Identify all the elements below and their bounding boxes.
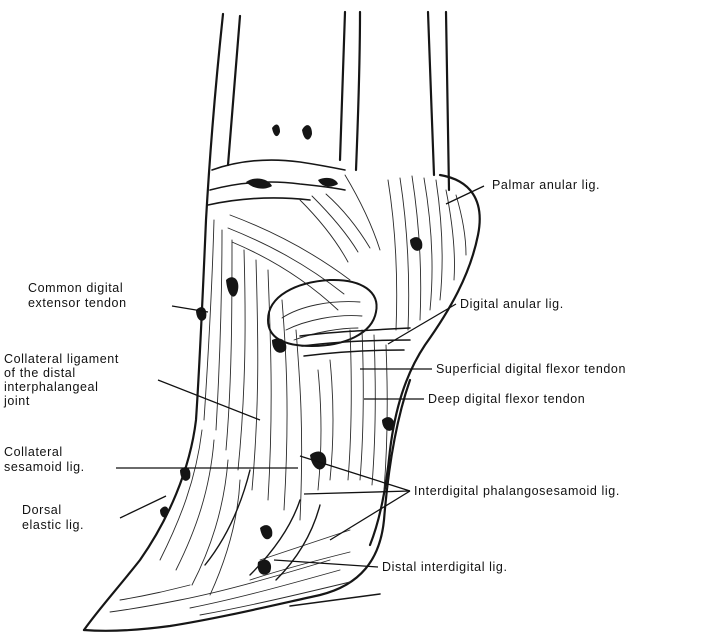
label-distal-interdigital: Distal interdigital lig. [382, 560, 508, 574]
label-collateral-lig-line1: Collateral ligament [4, 352, 119, 366]
label-deep-flexor: Deep digital flexor tendon [428, 392, 585, 406]
label-common-digital-line1: Common digital [28, 281, 123, 295]
label-collateral-lig-line4: joint [4, 394, 30, 408]
label-common-digital-line2: extensor tendon [28, 296, 127, 310]
label-collateral-lig-line2: of the distal [4, 366, 76, 380]
leader-dorsal-elastic [120, 496, 166, 518]
label-superficial-flexor: Superficial digital flexor tendon [436, 362, 626, 376]
label-digital-anular: Digital anular lig. [460, 297, 564, 311]
leader-interdigital-c [330, 491, 410, 540]
label-dorsal-elastic-line2: elastic lig. [22, 518, 84, 532]
outline-right-shaft-b [446, 12, 449, 190]
outline-center-shaft-b [356, 12, 360, 170]
outline-hoof-toe [84, 380, 410, 631]
outline-sole [290, 594, 380, 606]
label-collateral-sesamoid-line1: Collateral [4, 445, 63, 459]
leader-interdigital-a [300, 456, 410, 491]
leader-digital-anular [388, 304, 456, 344]
outline-left-shaft [84, 14, 223, 630]
outline-center-shaft-a [340, 12, 345, 160]
label-interdigital-phalangosesamoid: Interdigital phalangosesamoid lig. [414, 484, 620, 498]
label-dorsal-elastic-line1: Dorsal [22, 503, 62, 517]
outline-left-shaft-inner [228, 16, 240, 165]
leader-interdigital-b [304, 491, 410, 494]
label-collateral-lig-line3: interphalangeal [4, 380, 99, 394]
outline-right-shaft-a [428, 12, 434, 175]
label-palmar-anular: Palmar anular lig. [492, 178, 600, 192]
leader-collateral-lig [158, 380, 260, 420]
label-collateral-sesamoid-line2: sesamoid lig. [4, 460, 85, 474]
leader-palmar-anular [446, 186, 484, 204]
